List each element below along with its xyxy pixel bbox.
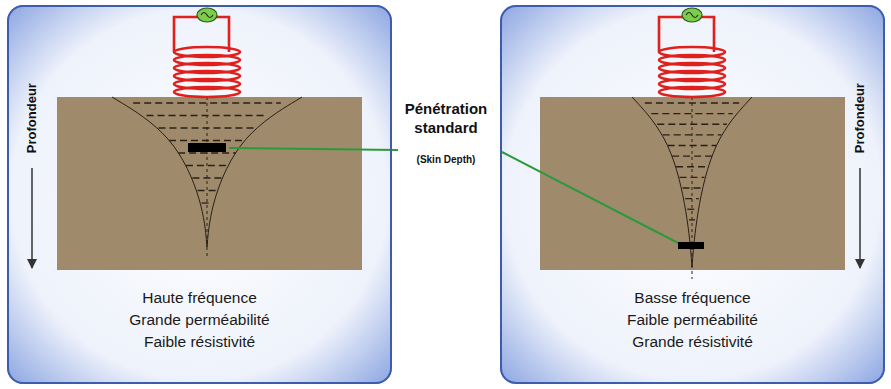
condition-text: Faible résistivité (9, 331, 390, 353)
cone-outline (632, 97, 692, 267)
ground-block (57, 97, 362, 270)
coil-symbols (174, 8, 725, 97)
eddy-current-line (672, 155, 712, 156)
ac-source-symbol (197, 8, 217, 22)
coil-winding (659, 87, 725, 97)
ac-wave (201, 13, 213, 18)
eddy-current-line (663, 134, 722, 135)
condition-text: Grande perméabilité (9, 309, 390, 331)
ac-wave (686, 13, 698, 18)
panel-background (7, 5, 392, 384)
panel-background (500, 5, 885, 384)
eddy-current-line (657, 124, 726, 125)
condition-text: Faible perméabilité (502, 309, 883, 331)
eddy-current-line (687, 209, 696, 210)
depth-arrow (31, 168, 33, 268)
panel-caption: Basse fréquenceFaible perméabilitéGrande… (502, 287, 883, 353)
axis-label: Profondeur (852, 83, 868, 153)
coil-wire (659, 17, 683, 52)
eddy-current-line (651, 113, 732, 114)
eddy-current-line (680, 177, 705, 178)
eddy-current-line (169, 140, 245, 141)
penetration-bar (188, 143, 226, 152)
callout-note: (Skin Depth) (417, 154, 476, 167)
callout-label: Pénétration standard (391, 100, 501, 138)
condition-panel: Basse fréquenceFaible perméabilitéGrande… (500, 5, 885, 384)
eddy-current-line (186, 165, 228, 166)
penetration-bar (678, 242, 704, 249)
cone-outline (207, 97, 302, 247)
leader-line (229, 148, 398, 150)
ac-source-symbol (682, 8, 702, 22)
eddy-current-line (147, 115, 268, 116)
panel-caption: Haute fréquenceGrande perméabilitéFaible… (9, 287, 390, 353)
eddy-current-line (668, 145, 717, 146)
eddy-current-line (645, 102, 739, 103)
condition-text: Haute fréquence (9, 287, 390, 309)
eddy-current-line (192, 177, 221, 178)
condition-panel: Haute fréquenceGrande perméabilitéFaible… (7, 5, 392, 384)
coil-wire (174, 17, 198, 52)
coil-wire (216, 17, 229, 52)
eddy-current-line (178, 152, 236, 153)
eddy-current-line (689, 219, 695, 220)
coil-winding (174, 87, 240, 97)
coil-wire (701, 17, 714, 52)
cone-outline (112, 97, 207, 247)
cone-outline (692, 97, 752, 267)
eddy-current-line (683, 187, 702, 188)
eddy-current-line (676, 166, 708, 167)
eddy-current-line (133, 102, 281, 103)
axis-label: Profondeur (24, 83, 40, 153)
leader-line (502, 152, 682, 245)
eddy-current-line (685, 198, 699, 199)
condition-text: Grande résistivité (502, 331, 883, 353)
eddy-current-line (198, 190, 217, 191)
eddy-current-line (158, 127, 255, 128)
condition-text: Basse fréquence (502, 287, 883, 309)
eddy-current-cones (112, 97, 752, 279)
depth-arrow (859, 168, 861, 268)
eddy-current-line (202, 202, 213, 203)
